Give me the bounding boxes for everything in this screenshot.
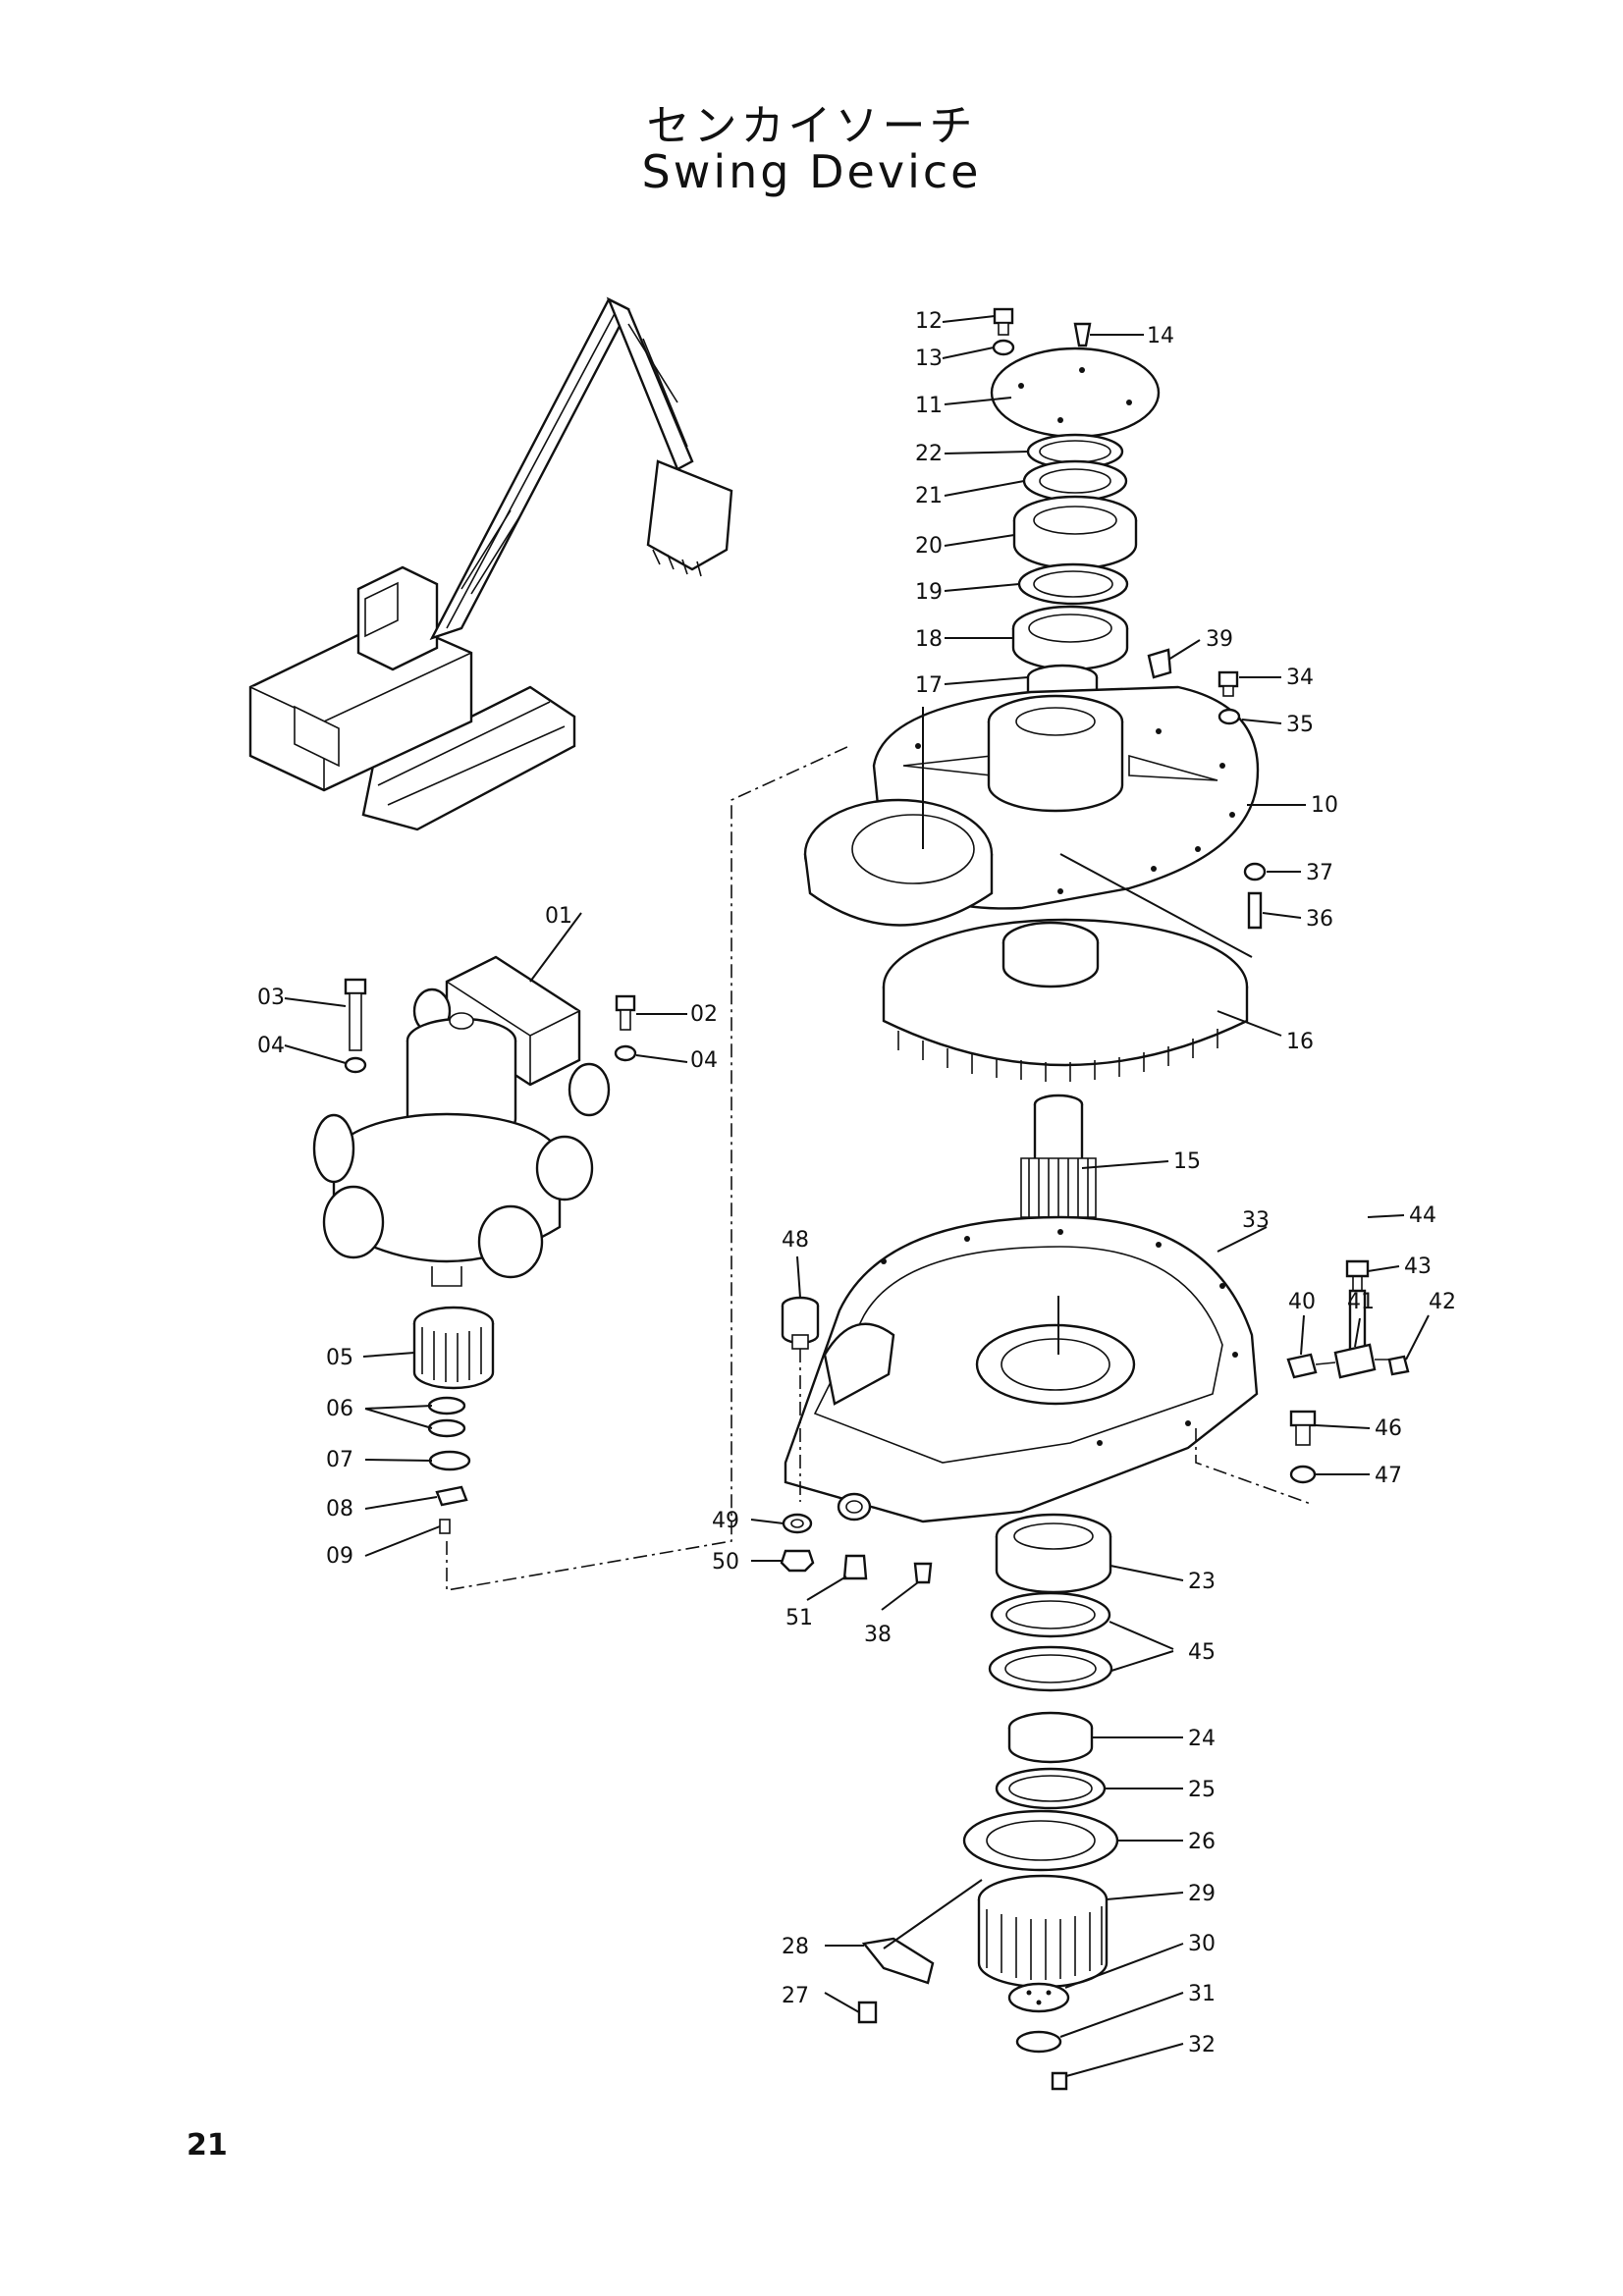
ring-flange [803, 707, 994, 927]
callout-numbers: 01 03 04 02 04 05 06 07 08 09 12 13 14 1… [257, 309, 1456, 2057]
excavator-illustration [248, 296, 733, 831]
callout-28: 28 [782, 1935, 809, 1959]
callout-15: 15 [1173, 1149, 1201, 1174]
callout-17: 17 [915, 673, 943, 698]
callout-21: 21 [915, 484, 943, 508]
callout-16: 16 [1286, 1030, 1314, 1054]
callout-25: 25 [1188, 1778, 1216, 1802]
callout-01: 01 [545, 904, 572, 929]
callout-47: 47 [1375, 1464, 1402, 1488]
callout-44: 44 [1409, 1203, 1436, 1228]
callout-29: 29 [1188, 1882, 1216, 1906]
callout-10: 10 [1311, 793, 1338, 818]
callout-27: 27 [782, 1984, 809, 2008]
callout-18: 18 [915, 627, 943, 652]
case-fasteners [780, 1296, 933, 1584]
callout-49: 49 [712, 1509, 739, 1533]
callout-41: 41 [1347, 1290, 1375, 1314]
callout-30: 30 [1188, 1932, 1216, 1956]
callout-34: 34 [1286, 666, 1314, 690]
callout-43: 43 [1404, 1255, 1432, 1279]
callout-33: 33 [1242, 1208, 1270, 1233]
callout-31: 31 [1188, 1982, 1216, 2006]
callout-26: 26 [1188, 1830, 1216, 1854]
callout-04-left: 04 [257, 1034, 285, 1058]
callout-48: 48 [782, 1228, 809, 1253]
motor-fasteners [344, 978, 637, 1074]
upper-stack [990, 307, 1161, 713]
callout-05: 05 [326, 1346, 353, 1370]
callout-46: 46 [1375, 1416, 1402, 1441]
callout-labels [284, 315, 1430, 2077]
gear-case-33 [784, 1215, 1259, 1523]
callout-37: 37 [1306, 861, 1333, 885]
leader-case-46 [1195, 1428, 1312, 1505]
callout-42: 42 [1429, 1290, 1456, 1314]
callout-51: 51 [785, 1606, 813, 1630]
swing-motor-assembly [312, 955, 611, 1287]
callout-07: 07 [326, 1448, 353, 1472]
callout-20: 20 [915, 534, 943, 559]
callout-39: 39 [1206, 627, 1233, 652]
callout-32: 32 [1188, 2033, 1216, 2057]
callout-45: 45 [1188, 1640, 1216, 1665]
callout-38: 38 [864, 1623, 892, 1647]
callout-19: 19 [915, 580, 943, 605]
title-japanese: センカイソーチ [646, 101, 977, 151]
callout-13: 13 [915, 347, 943, 371]
leader-lockplate-gear [883, 1879, 983, 1949]
part-36-stud [1247, 891, 1263, 930]
callout-23: 23 [1188, 1570, 1216, 1594]
callout-14: 14 [1147, 324, 1174, 348]
leader-10-16 [1059, 853, 1253, 958]
callout-36: 36 [1306, 907, 1333, 932]
lower-stack [857, 1513, 1119, 2091]
callout-50: 50 [712, 1550, 739, 1575]
grease-fittings [1286, 1259, 1410, 1379]
callout-35: 35 [1286, 713, 1314, 737]
callout-24: 24 [1188, 1727, 1216, 1751]
title-english: Swing Device [641, 145, 982, 198]
callout-04-right: 04 [690, 1048, 718, 1073]
ring-gear-16 [882, 918, 1249, 1082]
callout-02: 02 [690, 1002, 718, 1027]
callout-22: 22 [915, 442, 943, 466]
part-37-nut [1243, 862, 1267, 881]
callout-08: 08 [326, 1497, 353, 1522]
callout-40: 40 [1288, 1290, 1316, 1314]
callout-12: 12 [915, 309, 943, 334]
callout-06: 06 [326, 1397, 353, 1421]
assembly-leader-line [446, 745, 850, 1591]
callout-09: 09 [326, 1544, 353, 1569]
page-number: 21 [187, 2128, 228, 2163]
callout-11: 11 [915, 394, 943, 418]
callout-03: 03 [257, 986, 285, 1010]
fastener-46-47 [1289, 1410, 1317, 1484]
